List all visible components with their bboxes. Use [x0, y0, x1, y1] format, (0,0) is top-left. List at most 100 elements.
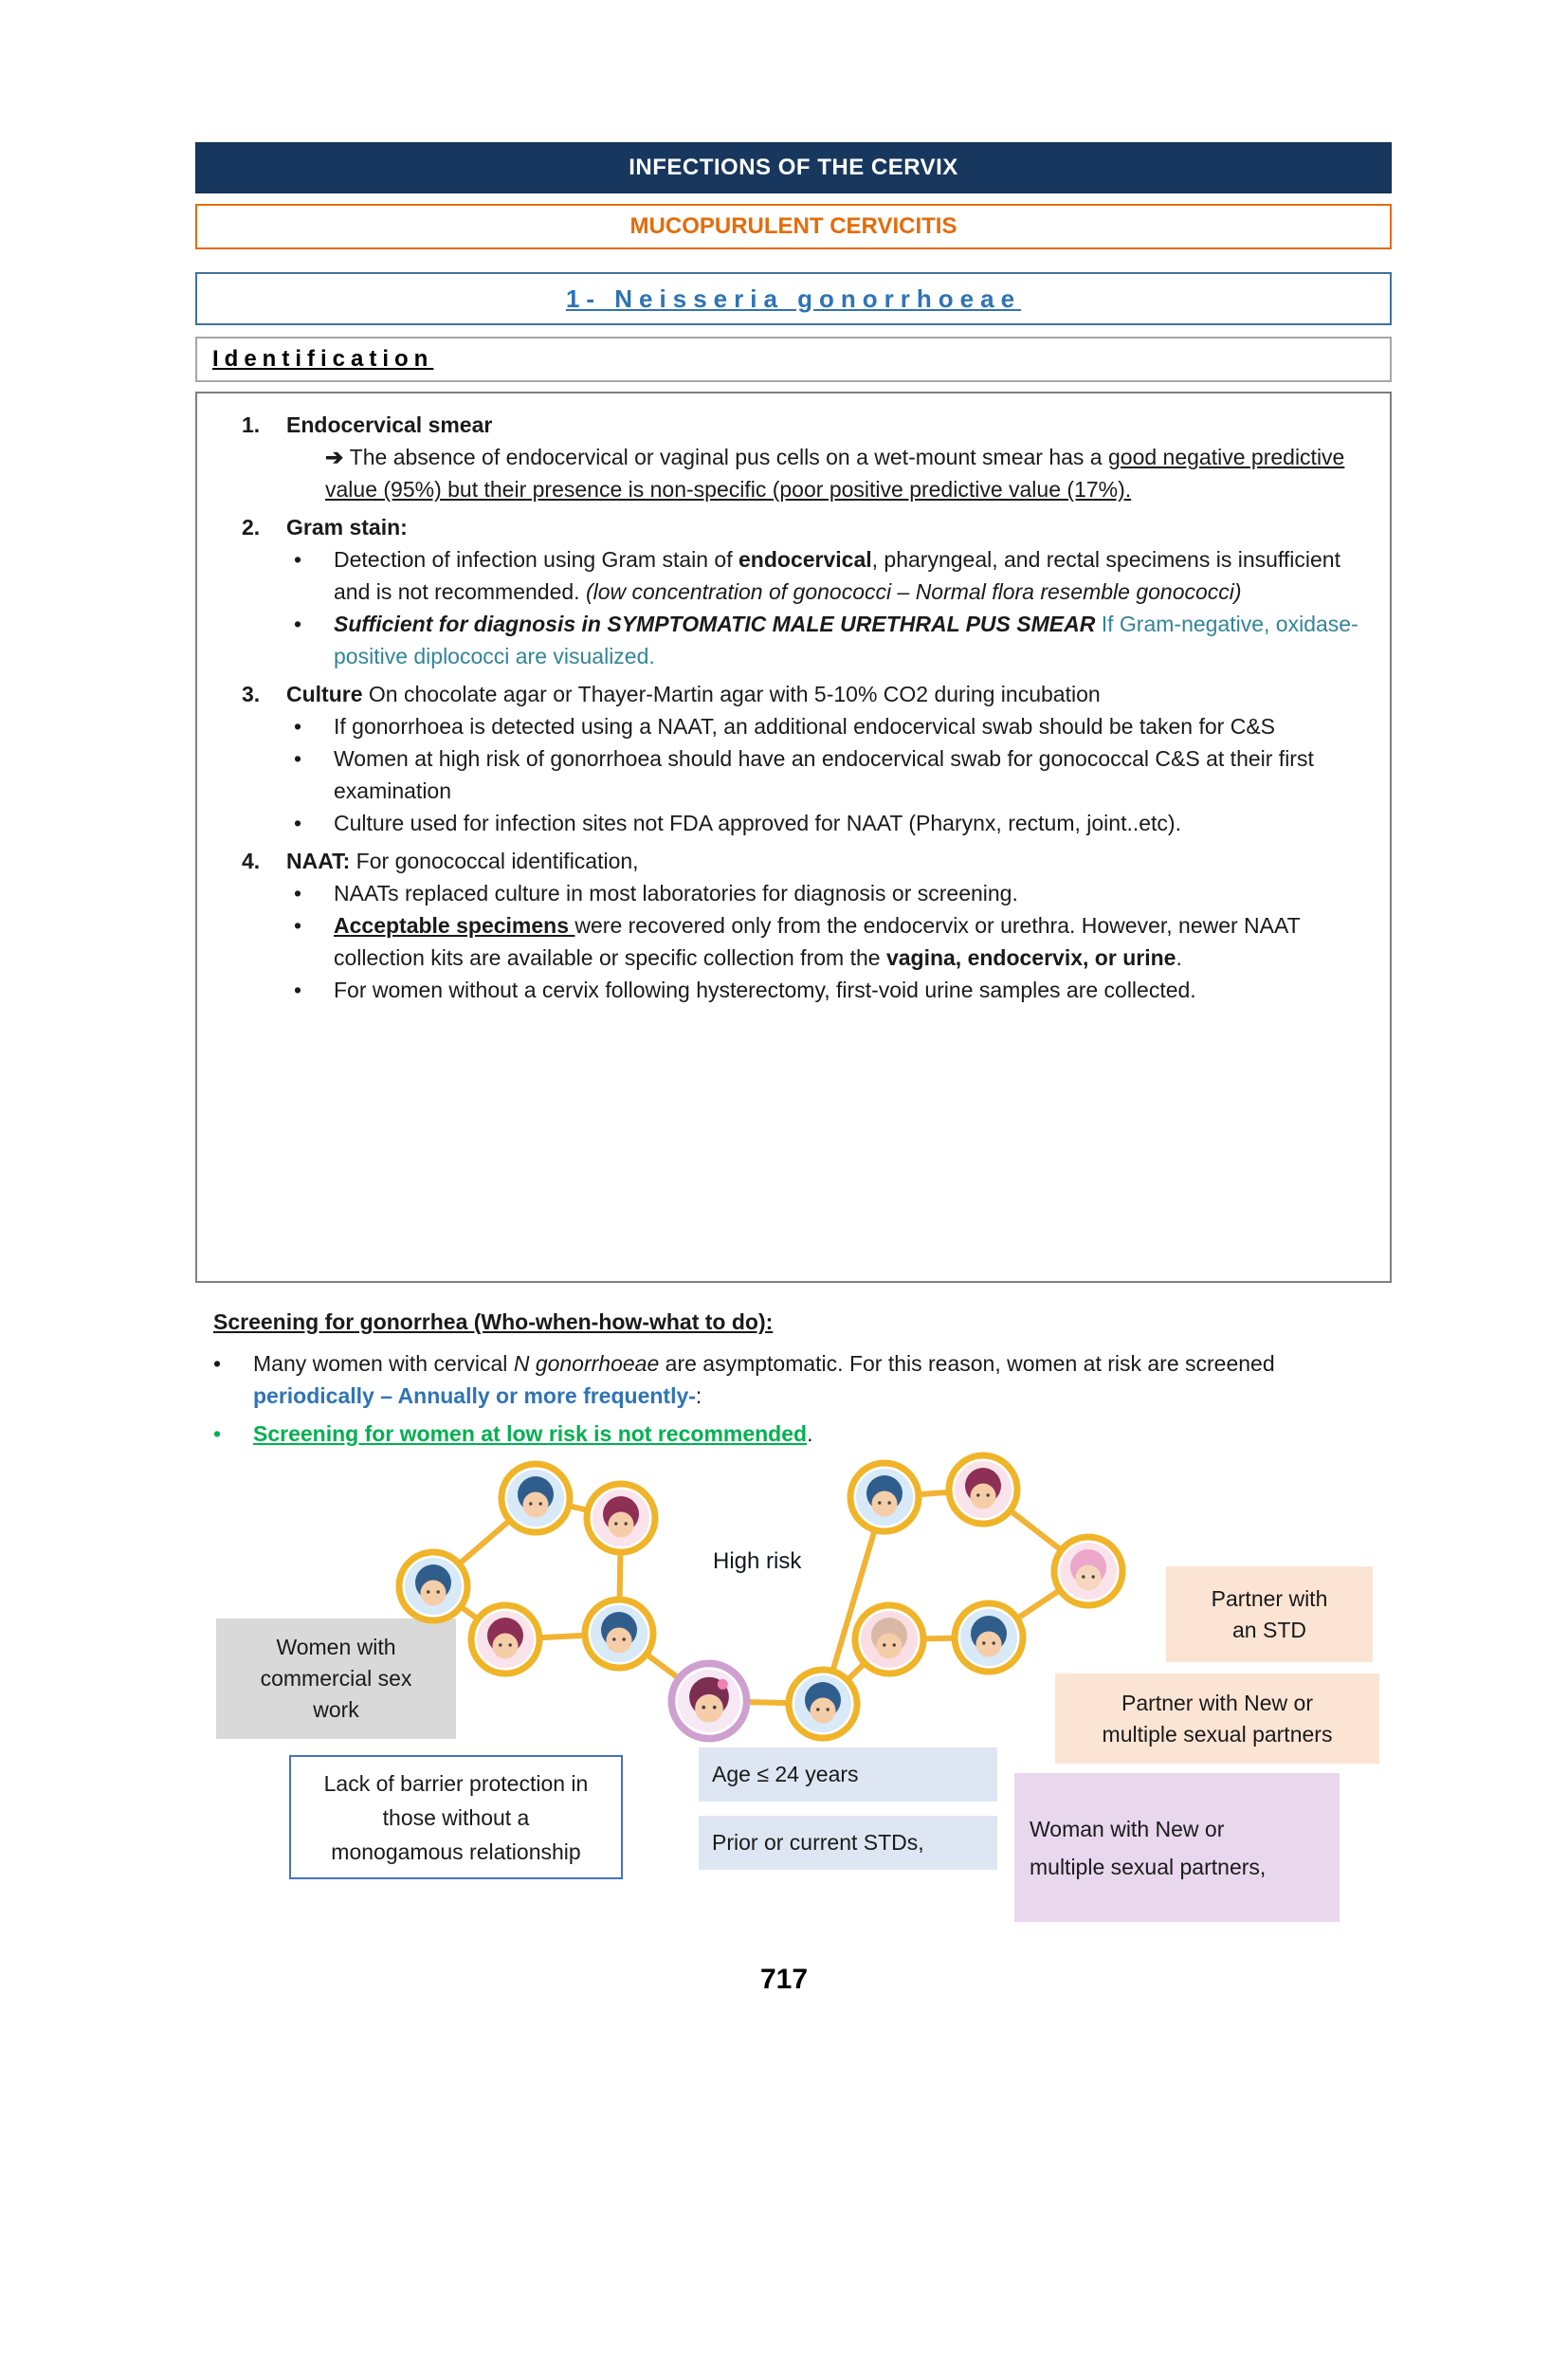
subtitle-banner: MUCOPURULENT CERVICITIS [195, 204, 1392, 249]
identification-content-box: 1. Endocervical smear ➔ The absence of end… [195, 392, 1392, 1283]
male-avatar-icon [951, 1600, 1027, 1675]
section-title-box: 1- Neisseria gonorrhoeae [195, 272, 1392, 325]
bullet-icon: • [294, 612, 302, 636]
identification-title: Identification [212, 346, 434, 372]
list-item-title: NAAT: For gonococcal identification, [286, 845, 639, 877]
text-run: periodically – Annually or more frequent… [253, 1383, 696, 1408]
risk-box-woman-new-multiple: Woman with New or multiple sexual partne… [1014, 1773, 1340, 1922]
bullet-paragraph: • Sufficient for diagnosis in SYMPTOMATIC… [197, 608, 1363, 672]
paragraph-text: Screening for women at low risk is not r… [253, 1421, 812, 1446]
text-run: Culture [286, 682, 369, 706]
list-item-title: Culture On chocolate agar or Thayer-Mart… [286, 678, 1101, 710]
paragraph-text: For women without a cervix following hys… [334, 978, 1196, 1002]
paragraph-text: Culture used for infection sites not FDA… [334, 811, 1181, 835]
bullet-icon: • [294, 978, 302, 1002]
numbered-list: 1. Endocervical smear ➔ The absence of end… [197, 409, 1363, 1006]
risk-box-prior-stds: Prior or current STDs, [699, 1816, 997, 1870]
bullet-paragraph: • If gonorrhoea is detected using a NAAT,… [197, 710, 1363, 742]
male-avatar-icon [847, 1459, 922, 1535]
bullet-paragraph: • Detection of infection using Gram stain… [197, 543, 1363, 608]
subtitle-text: MUCOPURULENT CERVICITIS [629, 213, 957, 239]
arrow-paragraph: ➔ The absence of endocervical or vaginal… [197, 441, 1363, 505]
text-run: NAAT: [286, 849, 351, 873]
text-run: Screening for women at low risk is not r… [253, 1421, 808, 1446]
female-light-avatar-icon [851, 1601, 927, 1677]
list-item: 2. Gram stain: • Detection of infection usi… [197, 511, 1363, 672]
risk-box-age: Age ≤ 24 years [699, 1747, 997, 1802]
risk-box-label: Partner with New or multiple sexual part… [1102, 1690, 1333, 1747]
screening-bullet-2: • Screening for women at low risk is not… [213, 1418, 1392, 1450]
arrow-icon: ➔ [325, 445, 350, 469]
paragraph-text: The absence of endocervical or vaginal p… [325, 445, 1344, 502]
bullet-icon: • [213, 1421, 222, 1446]
text-run: For women without a cervix following hys… [334, 978, 1196, 1002]
male-avatar-icon [395, 1548, 471, 1624]
bullet-icon: • [294, 547, 302, 572]
screening-section: Screening for gonorrhea (Who-when-how-wh… [195, 1306, 1392, 1450]
paragraph-text: Detection of infection using Gram stain … [334, 547, 1340, 604]
list-item-heading: 1. Endocervical smear [197, 409, 1363, 441]
paragraph-text: NAATs replaced culture in most laborator… [334, 881, 1018, 906]
text-run: Detection of infection using Gram stain … [334, 547, 738, 572]
list-number: 1. [242, 412, 261, 437]
text-run: (low concentration of gonococci – Normal… [585, 579, 1242, 604]
male-avatar-icon [785, 1666, 861, 1742]
list-item: 4.NAAT: For gonococcal identification,•N… [197, 845, 1363, 1006]
bullet-icon: • [294, 881, 302, 906]
identification-heading-box: Identification [195, 337, 1392, 382]
text-run: NAATs replaced culture in most laborator… [334, 881, 1018, 906]
text-run: were recovered only from the endocervix … [334, 913, 1301, 970]
text-run: . [1176, 945, 1182, 970]
female-avatar-icon [945, 1452, 1021, 1528]
text-run: : [695, 1383, 702, 1408]
bullet-paragraph: • Culture used for infection sites not FD… [197, 807, 1363, 839]
list-item: 1. Endocervical smear ➔ The absence of end… [197, 409, 1363, 505]
bullet-icon: • [213, 1351, 222, 1376]
paragraph-text: Women at high risk of gonorrhoea should … [334, 746, 1314, 803]
male-avatar-icon [498, 1460, 574, 1536]
text-run: Endocervical smear [286, 412, 493, 437]
text-run: The absence of endocervical or vaginal p… [349, 445, 1108, 469]
bullet-paragraph: • NAATs replaced culture in most laborato… [197, 877, 1363, 909]
bullet-icon: • [294, 714, 302, 739]
bullet-icon: • [294, 913, 302, 938]
high-risk-label: High risk [713, 1548, 802, 1574]
bullet-icon: • [294, 811, 302, 835]
risk-network-diagram: High risk Women with commercial sex work… [0, 1452, 1568, 1930]
list-item-title: Endocervical smear [286, 409, 492, 441]
bullet-paragraph: • For women without a cervix following hy… [197, 974, 1363, 1006]
paragraph-text: Sufficient for diagnosis in SYMPTOMATIC … [334, 612, 1358, 668]
female-avatar-icon [583, 1480, 659, 1556]
text-run: endocervical [738, 547, 872, 572]
list-number: 2. [242, 515, 261, 540]
risk-box-label: Woman with New or multiple sexual partne… [1030, 1816, 1267, 1879]
list-item-heading: 2. Gram stain: [197, 511, 1363, 543]
text-run: For gonococcal identification, [350, 849, 639, 873]
section-title: 1- Neisseria gonorrhoeae [565, 284, 1022, 313]
risk-box-label: Prior or current STDs, [712, 1830, 924, 1855]
text-run: . [807, 1421, 813, 1446]
text-run: Gram stain: [286, 515, 408, 540]
text-run: vagina, endocervix, or urine [885, 945, 1176, 970]
list-item: 3. Culture On chocolate agar or Thayer-Ma… [197, 678, 1363, 839]
risk-box-label: Lack of barrier protection in those with… [323, 1770, 589, 1864]
risk-box-label: Age ≤ 24 years [712, 1762, 859, 1786]
screening-bullet-1: • Many women with cervical N gonorrhoeae… [213, 1347, 1392, 1412]
text-run: If Gram-negative, oxidase-positive diplo… [334, 612, 1358, 668]
text-run: Sufficient for diagnosis in SYMPTOMATIC … [334, 612, 1102, 636]
risk-box-label: Women with commercial sex work [260, 1635, 412, 1722]
paragraph-text: If gonorrhoea is detected using a NAAT, … [334, 714, 1275, 739]
list-item-heading: 3. Culture On chocolate agar or Thayer-Ma… [197, 678, 1363, 710]
page-banner: INFECTIONS OF THE CERVIX [195, 142, 1392, 193]
risk-box-label: Partner with an STD [1211, 1585, 1328, 1642]
page-content: INFECTIONS OF THE CERVIX MUCOPURULENT CE… [195, 142, 1392, 1450]
page-number: 717 [759, 1964, 809, 1995]
bullet-icon: • [294, 746, 302, 771]
screening-title: Screening for gonorrhea (Who-when-how-wh… [213, 1309, 774, 1334]
text-run: , pharyngeal, and rectal specimens is in… [334, 547, 1340, 604]
child-avatar-icon [667, 1659, 751, 1743]
banner-title: INFECTIONS OF THE CERVIX [629, 155, 958, 180]
list-number: 3. [242, 682, 261, 706]
risk-box-commercial-sex-work: Women with commercial sex work [216, 1619, 456, 1739]
text-run: good negative predictive value (95%) but… [325, 445, 1345, 502]
